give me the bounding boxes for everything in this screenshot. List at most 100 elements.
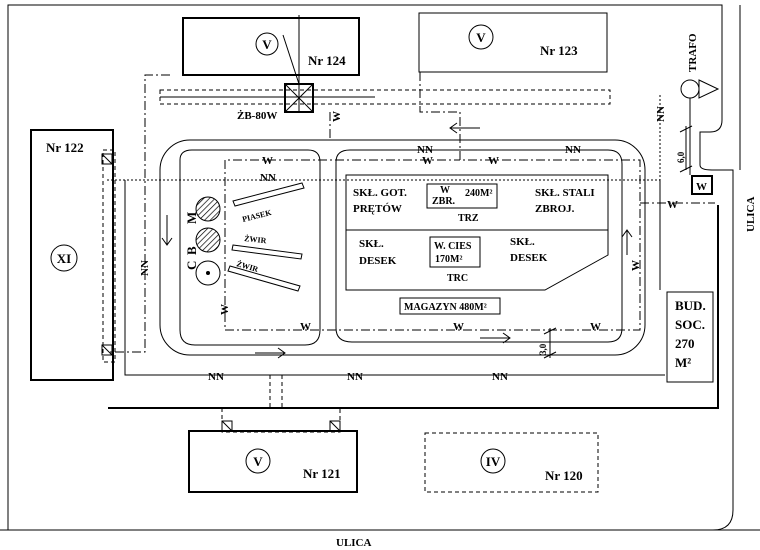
road-inner-right bbox=[335, 149, 623, 343]
crane-stop bbox=[329, 420, 341, 432]
magazyn-box bbox=[399, 297, 501, 315]
bud-soc-line: BUD. bbox=[675, 298, 706, 313]
trafo-circle bbox=[680, 79, 700, 99]
trafo-arrow bbox=[698, 79, 720, 99]
roman-badge bbox=[255, 32, 279, 56]
dimension-tick bbox=[679, 125, 693, 133]
crane-track: ŻB-80W bbox=[159, 15, 611, 122]
street-label-bottom: ULICA bbox=[336, 537, 372, 549]
water-label: W bbox=[667, 199, 678, 211]
building-number: Nr 123 bbox=[540, 43, 578, 58]
water-network: W W W W W W W W W W bbox=[110, 72, 715, 353]
arrow-right bbox=[480, 332, 511, 344]
building-nr-121: V Nr 121 bbox=[188, 407, 358, 493]
zbr-label: ZBR. bbox=[432, 196, 456, 207]
power-line bbox=[124, 180, 665, 376]
silo-m bbox=[195, 196, 221, 222]
trc-label: TRC bbox=[447, 273, 468, 284]
roman-numeral: V bbox=[262, 37, 272, 52]
main-cable bbox=[108, 205, 719, 409]
roman-badge bbox=[245, 448, 271, 474]
w-cies-area: 170M² bbox=[435, 254, 462, 265]
crane-stop bbox=[101, 344, 113, 356]
zbr-w-label: W bbox=[440, 185, 450, 196]
building-number: Nr 121 bbox=[303, 466, 341, 481]
bud-soc-line: M² bbox=[675, 355, 691, 370]
mixing-plant: M B C PIASEK ŻWIR ŻWIR bbox=[184, 182, 305, 292]
trz-label: TRZ bbox=[458, 213, 479, 224]
water-label: W bbox=[331, 111, 343, 122]
crane-rail-south bbox=[221, 407, 341, 433]
power-line-feed bbox=[269, 375, 283, 408]
crane-cross bbox=[101, 153, 113, 165]
building-nr-122: Nr 122 XI bbox=[30, 129, 116, 381]
crane-label: ŻB-80W bbox=[237, 110, 277, 122]
roman-numeral: V bbox=[476, 30, 486, 45]
building-number: Nr 124 bbox=[308, 53, 346, 68]
water-label: W bbox=[488, 155, 499, 167]
w-box-label: W bbox=[696, 181, 707, 193]
power-label: NN bbox=[565, 144, 581, 156]
piasek-label: PIASEK bbox=[241, 208, 273, 224]
zbr-area: 240M² bbox=[465, 188, 492, 199]
skl-got-label: SKŁ. GOT. bbox=[353, 187, 407, 199]
silo-b bbox=[195, 227, 221, 253]
building-number: Nr 120 bbox=[545, 468, 583, 483]
bud-soc-line: SOC. bbox=[675, 317, 705, 332]
arrow-left bbox=[449, 122, 480, 134]
w-box bbox=[691, 175, 713, 195]
dimension-tick bbox=[679, 165, 693, 173]
traffic-arrows bbox=[161, 122, 633, 359]
yard-outline bbox=[345, 174, 609, 291]
building-nr-121-outline bbox=[188, 430, 358, 493]
zwir-label: ŻWIR bbox=[235, 258, 259, 274]
building-nr-120-outline bbox=[424, 432, 599, 493]
building-nr-122-outline bbox=[30, 129, 114, 381]
crane-boom bbox=[282, 34, 300, 85]
transformer: TRAFO bbox=[680, 33, 720, 175]
work-yard: SKŁ. GOT. PRĘTÓW W ZBR. 240M² SKŁ. STALI… bbox=[345, 174, 609, 315]
dimension-tick bbox=[543, 351, 557, 359]
bud-soc-outline bbox=[666, 291, 714, 383]
building-nr-123-outline bbox=[418, 12, 608, 73]
w-cies-label: W. CIES bbox=[434, 241, 472, 252]
road-inner-left bbox=[179, 149, 321, 346]
w-cies-box bbox=[429, 236, 481, 268]
crane-cross bbox=[101, 344, 113, 356]
piasek-bin bbox=[232, 182, 305, 207]
building-number: Nr 122 bbox=[46, 140, 84, 155]
crane-cross bbox=[221, 420, 233, 432]
dimension-3m: 3,0 bbox=[538, 327, 557, 359]
crane-stop bbox=[221, 420, 233, 432]
silo-c-label: C bbox=[184, 261, 199, 270]
silo-c bbox=[195, 260, 221, 286]
water-label: W bbox=[630, 260, 642, 271]
site-boundary bbox=[7, 4, 734, 531]
zwir-label: ŻWIR bbox=[244, 233, 267, 245]
silo-m-label: M bbox=[184, 212, 199, 224]
skl-got-label: PRĘTÓW bbox=[353, 203, 402, 215]
arrow-down bbox=[161, 215, 173, 246]
water-label: W bbox=[262, 155, 273, 167]
dimension-label: 3,0 bbox=[538, 343, 548, 355]
crane-cross bbox=[329, 420, 341, 432]
trafo-label: TRAFO bbox=[687, 33, 699, 72]
power-label: NN bbox=[347, 371, 363, 383]
water-label: W bbox=[422, 155, 433, 167]
power-label: NN bbox=[655, 106, 667, 122]
road-outer bbox=[159, 139, 646, 356]
skl-desek-label: SKŁ. bbox=[359, 238, 384, 250]
zwir-bin bbox=[231, 244, 303, 260]
skl-desek-label: SKŁ. bbox=[510, 236, 535, 248]
building-nr-123: V Nr 123 bbox=[418, 12, 608, 73]
dimension-tick bbox=[543, 327, 557, 335]
power-label: NN bbox=[260, 172, 276, 184]
building-nr-124: V Nr 124 bbox=[182, 17, 360, 76]
zwir-bin bbox=[227, 265, 301, 292]
power-line bbox=[105, 95, 661, 181]
roman-badge bbox=[468, 24, 494, 50]
roman-numeral: XI bbox=[57, 251, 71, 266]
building-nr-120: IV Nr 120 bbox=[424, 432, 599, 493]
power-label: NN bbox=[139, 260, 151, 276]
